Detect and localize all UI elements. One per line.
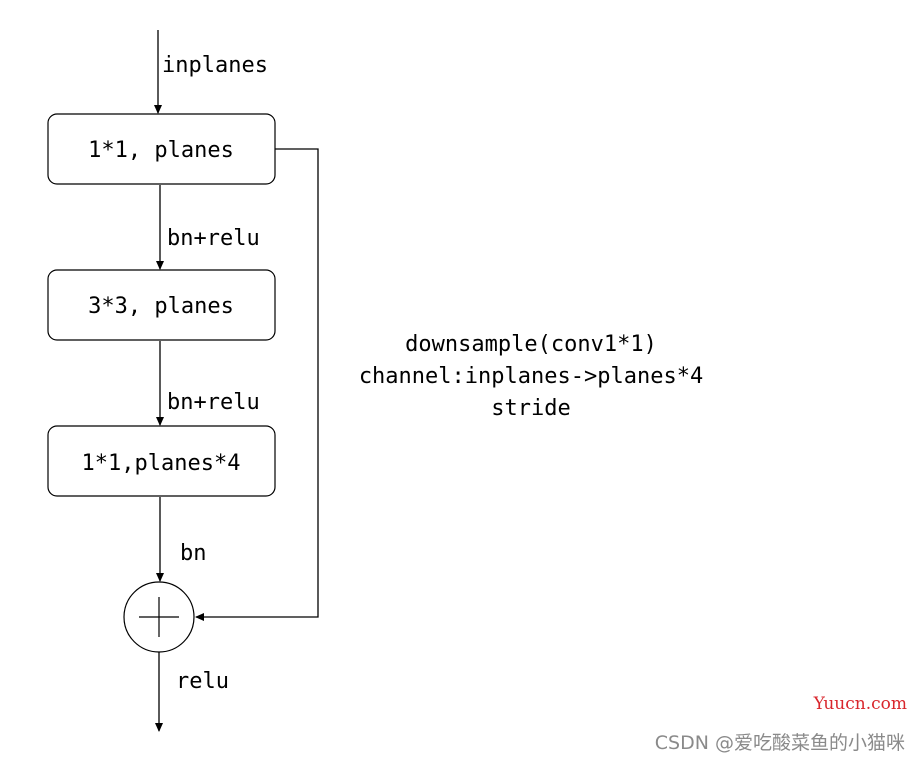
shortcut-path (195, 148, 319, 621)
shortcut-note-line-3: stride (491, 396, 570, 421)
edge-label-bn-relu-2: bn+relu (167, 390, 260, 415)
edge-label-bn-relu-1: bn+relu (167, 226, 260, 251)
conv-box-3-label: 1*1,planes*4 (82, 451, 241, 476)
plus-circle-icon (123, 581, 195, 653)
conv-box-2-label: 3*3, planes (88, 294, 234, 319)
shortcut-note-line-2: channel:inplanes->planes*4 (359, 364, 703, 389)
shortcut-note-line-1: downsample(conv1*1) (405, 332, 657, 357)
conv-box-1-label: 1*1, planes (88, 138, 234, 163)
input-label: inplanes (162, 53, 268, 78)
conv-box-3 (47, 425, 276, 497)
output-label-relu: relu (176, 669, 229, 694)
site-watermark: Yuucn.com (813, 694, 907, 714)
edge-label-bn: bn (180, 541, 207, 566)
author-watermark: CSDN @爱吃酸菜鱼的小猫咪 (654, 732, 905, 754)
conv-box-2 (47, 269, 276, 341)
